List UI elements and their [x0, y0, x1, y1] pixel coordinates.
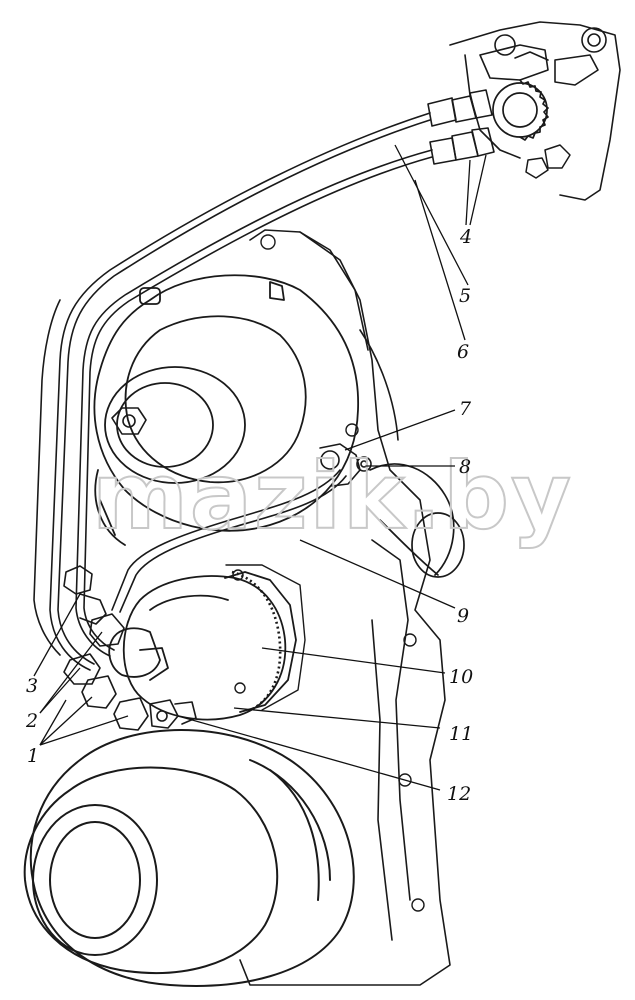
callout-8: 8 [459, 456, 471, 478]
callout-1: 1 [27, 745, 39, 767]
banjo-bolt-8 [356, 456, 372, 472]
outlet-elbow [369, 463, 465, 578]
leader-lines [33, 144, 487, 791]
pipe-9 [111, 469, 347, 613]
cover-bolts [260, 234, 425, 912]
callout-5: 5 [459, 285, 471, 307]
engine-front-cover [239, 229, 451, 986]
callout-10: 10 [449, 666, 473, 688]
pipe-outer [33, 299, 61, 656]
callout-3: 3 [26, 675, 38, 697]
pipe-fittings-top [427, 89, 495, 165]
banjo-fitting-7 [319, 443, 361, 487]
fittings-2 [63, 613, 125, 685]
gear-wheel [492, 79, 549, 141]
alternator [93, 274, 359, 546]
pipe-6 [75, 149, 433, 657]
callout-labels: 1 2 3 4 5 6 7 8 9 10 11 12 [25, 226, 473, 805]
callout-12: 12 [447, 783, 471, 805]
callout-9: 9 [457, 605, 469, 627]
fitting-3 [63, 565, 107, 625]
callout-11: 11 [449, 723, 473, 745]
fittings-1 [81, 675, 149, 731]
crankshaft-pulley [23, 729, 355, 987]
callout-6: 6 [457, 341, 469, 363]
callout-4: 4 [459, 226, 472, 248]
alternator-pulley-nut [111, 407, 147, 435]
pump-mount-plate [225, 564, 306, 711]
washer-12 [156, 710, 168, 722]
pipe-5 [49, 112, 431, 671]
callout-2: 2 [25, 710, 38, 732]
upper-fitting-block [449, 21, 621, 201]
watermark-text: mazik.by [92, 443, 573, 550]
gasket [231, 570, 282, 714]
callout-7: 7 [459, 398, 472, 420]
pump-assembly [108, 571, 297, 721]
block-bolts [525, 144, 571, 179]
nut-11 [149, 699, 197, 729]
